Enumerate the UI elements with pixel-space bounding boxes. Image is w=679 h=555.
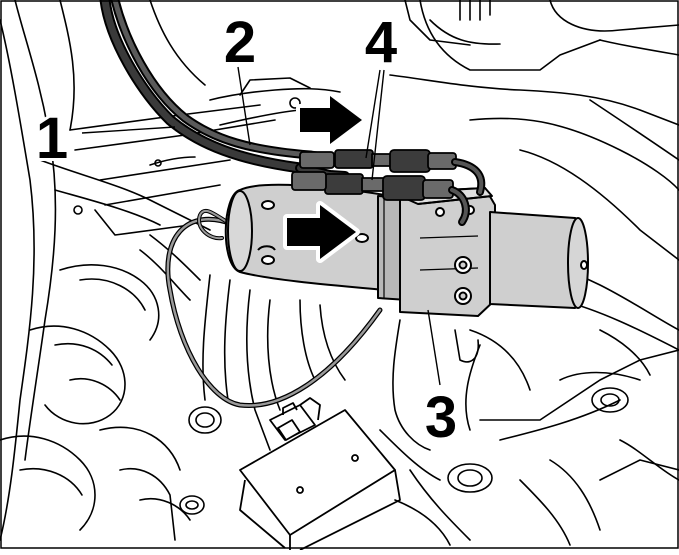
callout-3: 3	[425, 385, 457, 450]
hose-connectors	[291, 149, 457, 201]
callout-4: 4	[365, 10, 397, 75]
callout-leaders	[81, 66, 441, 386]
ground-cable	[165, 208, 383, 409]
arrow-lower	[283, 201, 360, 263]
callout-labels: 1 2 4 3	[33, 7, 460, 453]
wiring-harness	[99, 0, 306, 174]
callout-2: 2	[224, 10, 256, 75]
callout-1: 1	[36, 106, 68, 171]
arrow-upper	[296, 92, 366, 148]
pump-unit	[224, 183, 589, 317]
direction-arrows	[283, 92, 366, 263]
control-box	[239, 397, 401, 551]
connector-hoses	[448, 158, 486, 226]
